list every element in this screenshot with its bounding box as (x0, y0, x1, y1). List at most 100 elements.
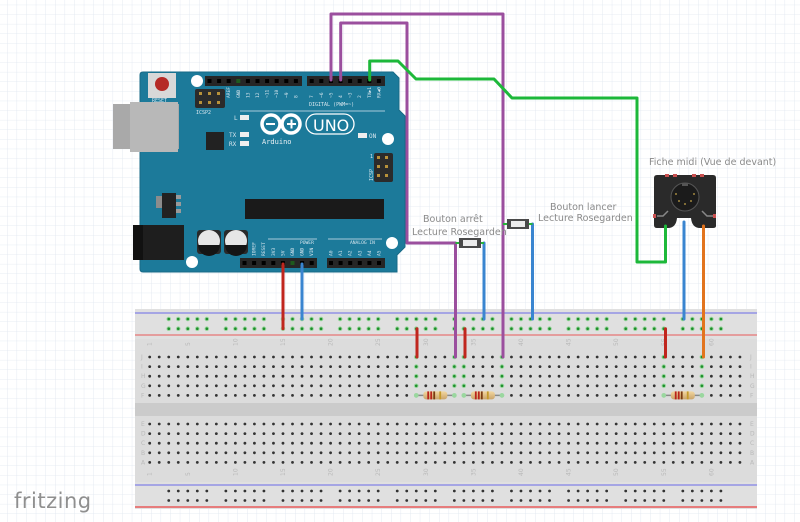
hole[interactable] (424, 374, 428, 378)
hole[interactable] (481, 451, 485, 455)
rail-hole[interactable] (424, 489, 428, 493)
hole[interactable] (510, 374, 513, 378)
hole[interactable] (233, 365, 237, 368)
rail-hole[interactable] (338, 499, 342, 502)
hole[interactable] (157, 355, 161, 359)
header-pin[interactable] (217, 79, 222, 83)
hole[interactable] (700, 441, 704, 445)
hole[interactable] (576, 365, 580, 368)
hole[interactable] (548, 355, 551, 359)
hole[interactable] (548, 432, 551, 435)
rail-hole[interactable] (205, 489, 209, 493)
hole[interactable] (272, 451, 275, 455)
resistor[interactable] (413, 391, 457, 400)
hole[interactable] (300, 374, 304, 378)
hole[interactable] (729, 432, 732, 435)
hole[interactable] (729, 461, 732, 464)
rail-hole[interactable] (586, 499, 590, 502)
breadboard-holes[interactable] (148, 316, 742, 502)
hole[interactable] (186, 422, 190, 426)
hole[interactable] (310, 432, 313, 435)
hole[interactable] (214, 355, 218, 359)
hole[interactable] (262, 461, 266, 464)
hole[interactable] (253, 394, 256, 397)
hole[interactable] (633, 451, 637, 455)
rail-hole[interactable] (624, 499, 628, 502)
hole[interactable] (329, 374, 332, 378)
hole[interactable] (471, 422, 475, 426)
rail-hole[interactable] (481, 489, 485, 493)
hole[interactable] (214, 441, 218, 445)
hole[interactable] (367, 461, 371, 464)
rail-hole[interactable] (576, 489, 580, 493)
hole[interactable] (243, 374, 247, 378)
hole[interactable] (652, 441, 656, 445)
rail-hole[interactable] (195, 489, 199, 493)
hole[interactable] (433, 441, 437, 445)
rail-hole[interactable] (414, 489, 418, 493)
hole[interactable] (452, 461, 456, 464)
hole[interactable] (605, 365, 609, 368)
header-pin[interactable] (252, 261, 257, 265)
hole[interactable] (529, 432, 532, 435)
hole[interactable] (405, 365, 409, 368)
rail-hole[interactable] (605, 499, 609, 502)
hole[interactable] (224, 451, 228, 455)
hole[interactable] (262, 394, 266, 397)
hole[interactable] (253, 432, 256, 435)
hole[interactable] (281, 451, 285, 455)
hole[interactable] (300, 355, 304, 359)
header-pin[interactable] (329, 261, 333, 265)
hole[interactable] (386, 355, 390, 359)
rail-hole[interactable] (709, 489, 713, 493)
hole[interactable] (471, 384, 475, 388)
hole[interactable] (348, 384, 352, 388)
rail-hole[interactable] (624, 489, 628, 493)
hole[interactable] (652, 394, 656, 397)
rail-hole[interactable] (719, 499, 723, 502)
rail-hole[interactable] (205, 499, 209, 502)
hole[interactable] (167, 451, 171, 455)
hole[interactable] (529, 422, 532, 426)
hole[interactable] (633, 355, 637, 359)
hole[interactable] (148, 365, 152, 368)
hole[interactable] (367, 365, 371, 368)
hole[interactable] (538, 394, 542, 397)
hole[interactable] (272, 394, 275, 397)
hole[interactable] (395, 451, 399, 455)
hole[interactable] (709, 374, 713, 378)
hole[interactable] (633, 394, 637, 397)
hole[interactable] (567, 355, 570, 359)
hole[interactable] (224, 384, 228, 388)
hole[interactable] (186, 374, 190, 378)
hole[interactable] (605, 441, 609, 445)
hole[interactable] (186, 441, 190, 445)
hole[interactable] (538, 441, 542, 445)
hole[interactable] (576, 441, 580, 445)
hole[interactable] (395, 374, 399, 378)
hole[interactable] (424, 432, 428, 435)
hole[interactable] (386, 374, 390, 378)
hole[interactable] (186, 432, 190, 435)
hole[interactable] (148, 394, 152, 397)
hole[interactable] (643, 374, 647, 378)
hole[interactable] (548, 451, 551, 455)
hole[interactable] (319, 374, 323, 378)
hole[interactable] (614, 422, 618, 426)
rail-hole[interactable] (595, 499, 599, 502)
hole[interactable] (557, 422, 561, 426)
hole[interactable] (595, 384, 599, 388)
hole[interactable] (205, 422, 209, 426)
rail-hole[interactable] (491, 499, 494, 502)
hole[interactable] (462, 451, 466, 455)
hole[interactable] (205, 461, 209, 464)
hole[interactable] (433, 451, 437, 455)
hole[interactable] (567, 394, 570, 397)
hole[interactable] (233, 451, 237, 455)
hole[interactable] (176, 432, 180, 435)
hole[interactable] (633, 374, 637, 378)
hole[interactable] (652, 461, 656, 464)
hole[interactable] (671, 461, 675, 464)
hole[interactable] (338, 441, 342, 445)
